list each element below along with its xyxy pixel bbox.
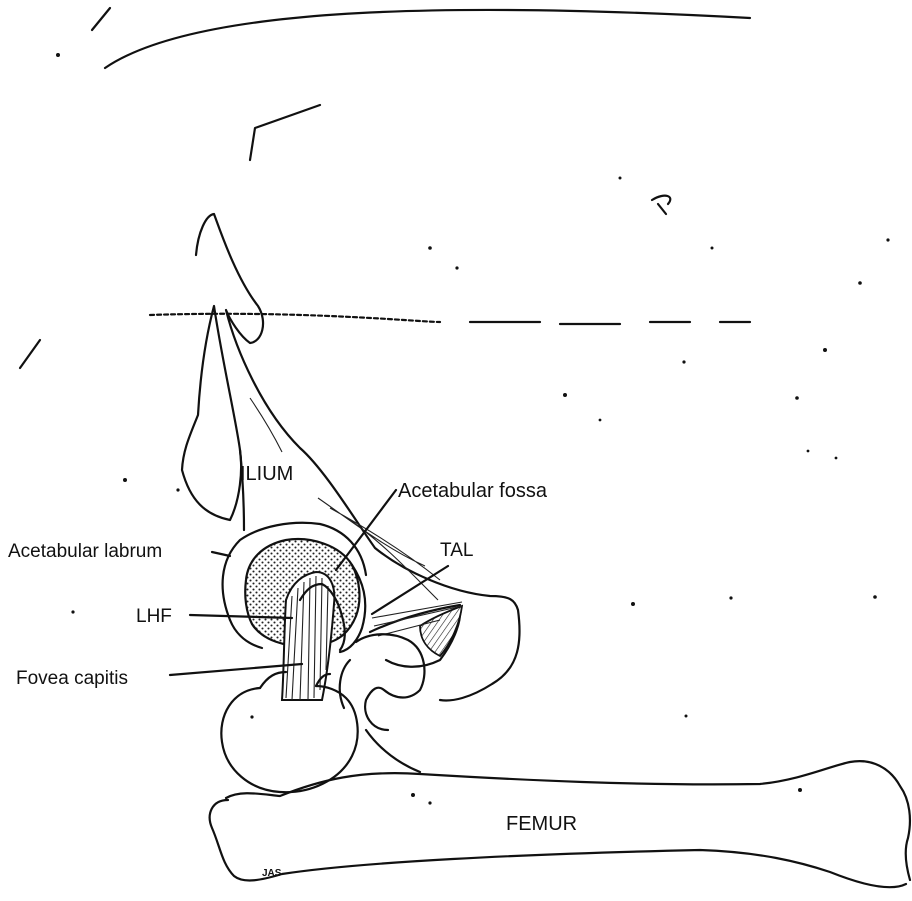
label-lhf: LHF — [136, 606, 172, 627]
label-tal: TAL — [440, 540, 473, 561]
label-acetabular-labrum: Acetabular labrum — [8, 541, 162, 562]
label-ilium: ILIUM — [240, 463, 293, 485]
background-marks — [20, 8, 890, 805]
label-femur: FEMUR — [506, 813, 577, 835]
femoral-head — [221, 686, 357, 792]
artist-signature: JAS — [262, 868, 282, 879]
leader-acetabular-labrum — [212, 552, 230, 556]
label-acetabular-fossa: Acetabular fossa — [398, 480, 548, 502]
label-fovea-capitis: Fovea capitis — [16, 668, 128, 689]
